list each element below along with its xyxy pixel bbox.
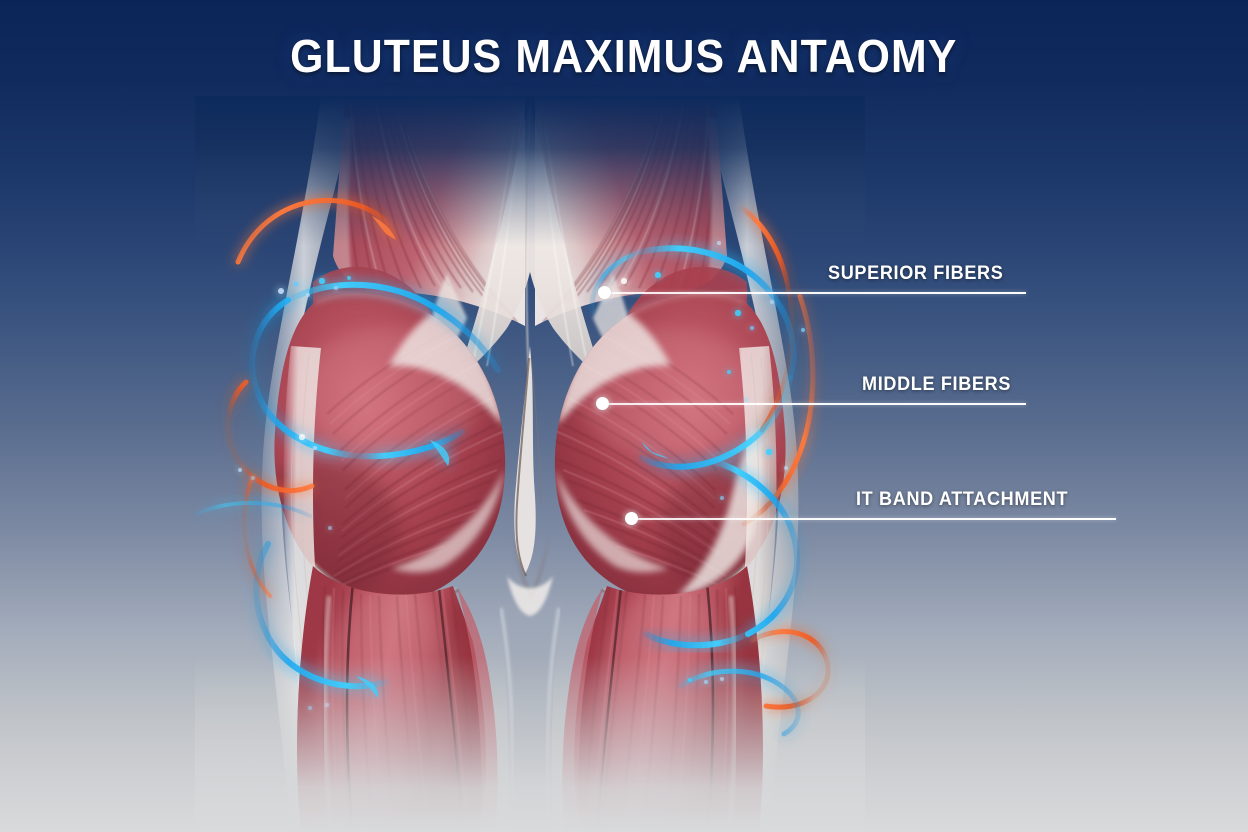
leader-line-superior-fibers xyxy=(604,292,1026,294)
marker-dot-it-band-attachment xyxy=(625,512,638,525)
leader-line-it-band-attachment xyxy=(631,518,1116,520)
marker-dot-middle-fibers xyxy=(596,397,609,410)
marker-dot-superior-fibers xyxy=(598,286,611,299)
leader-line-middle-fibers xyxy=(602,403,1026,405)
label-text-it-band-attachment: IT BAND ATTACHMENT xyxy=(856,489,1069,510)
label-text-superior-fibers: SUPERIOR FIBERS xyxy=(828,263,1004,284)
label-text-middle-fibers: MIDDLE FIBERS xyxy=(862,374,1012,395)
